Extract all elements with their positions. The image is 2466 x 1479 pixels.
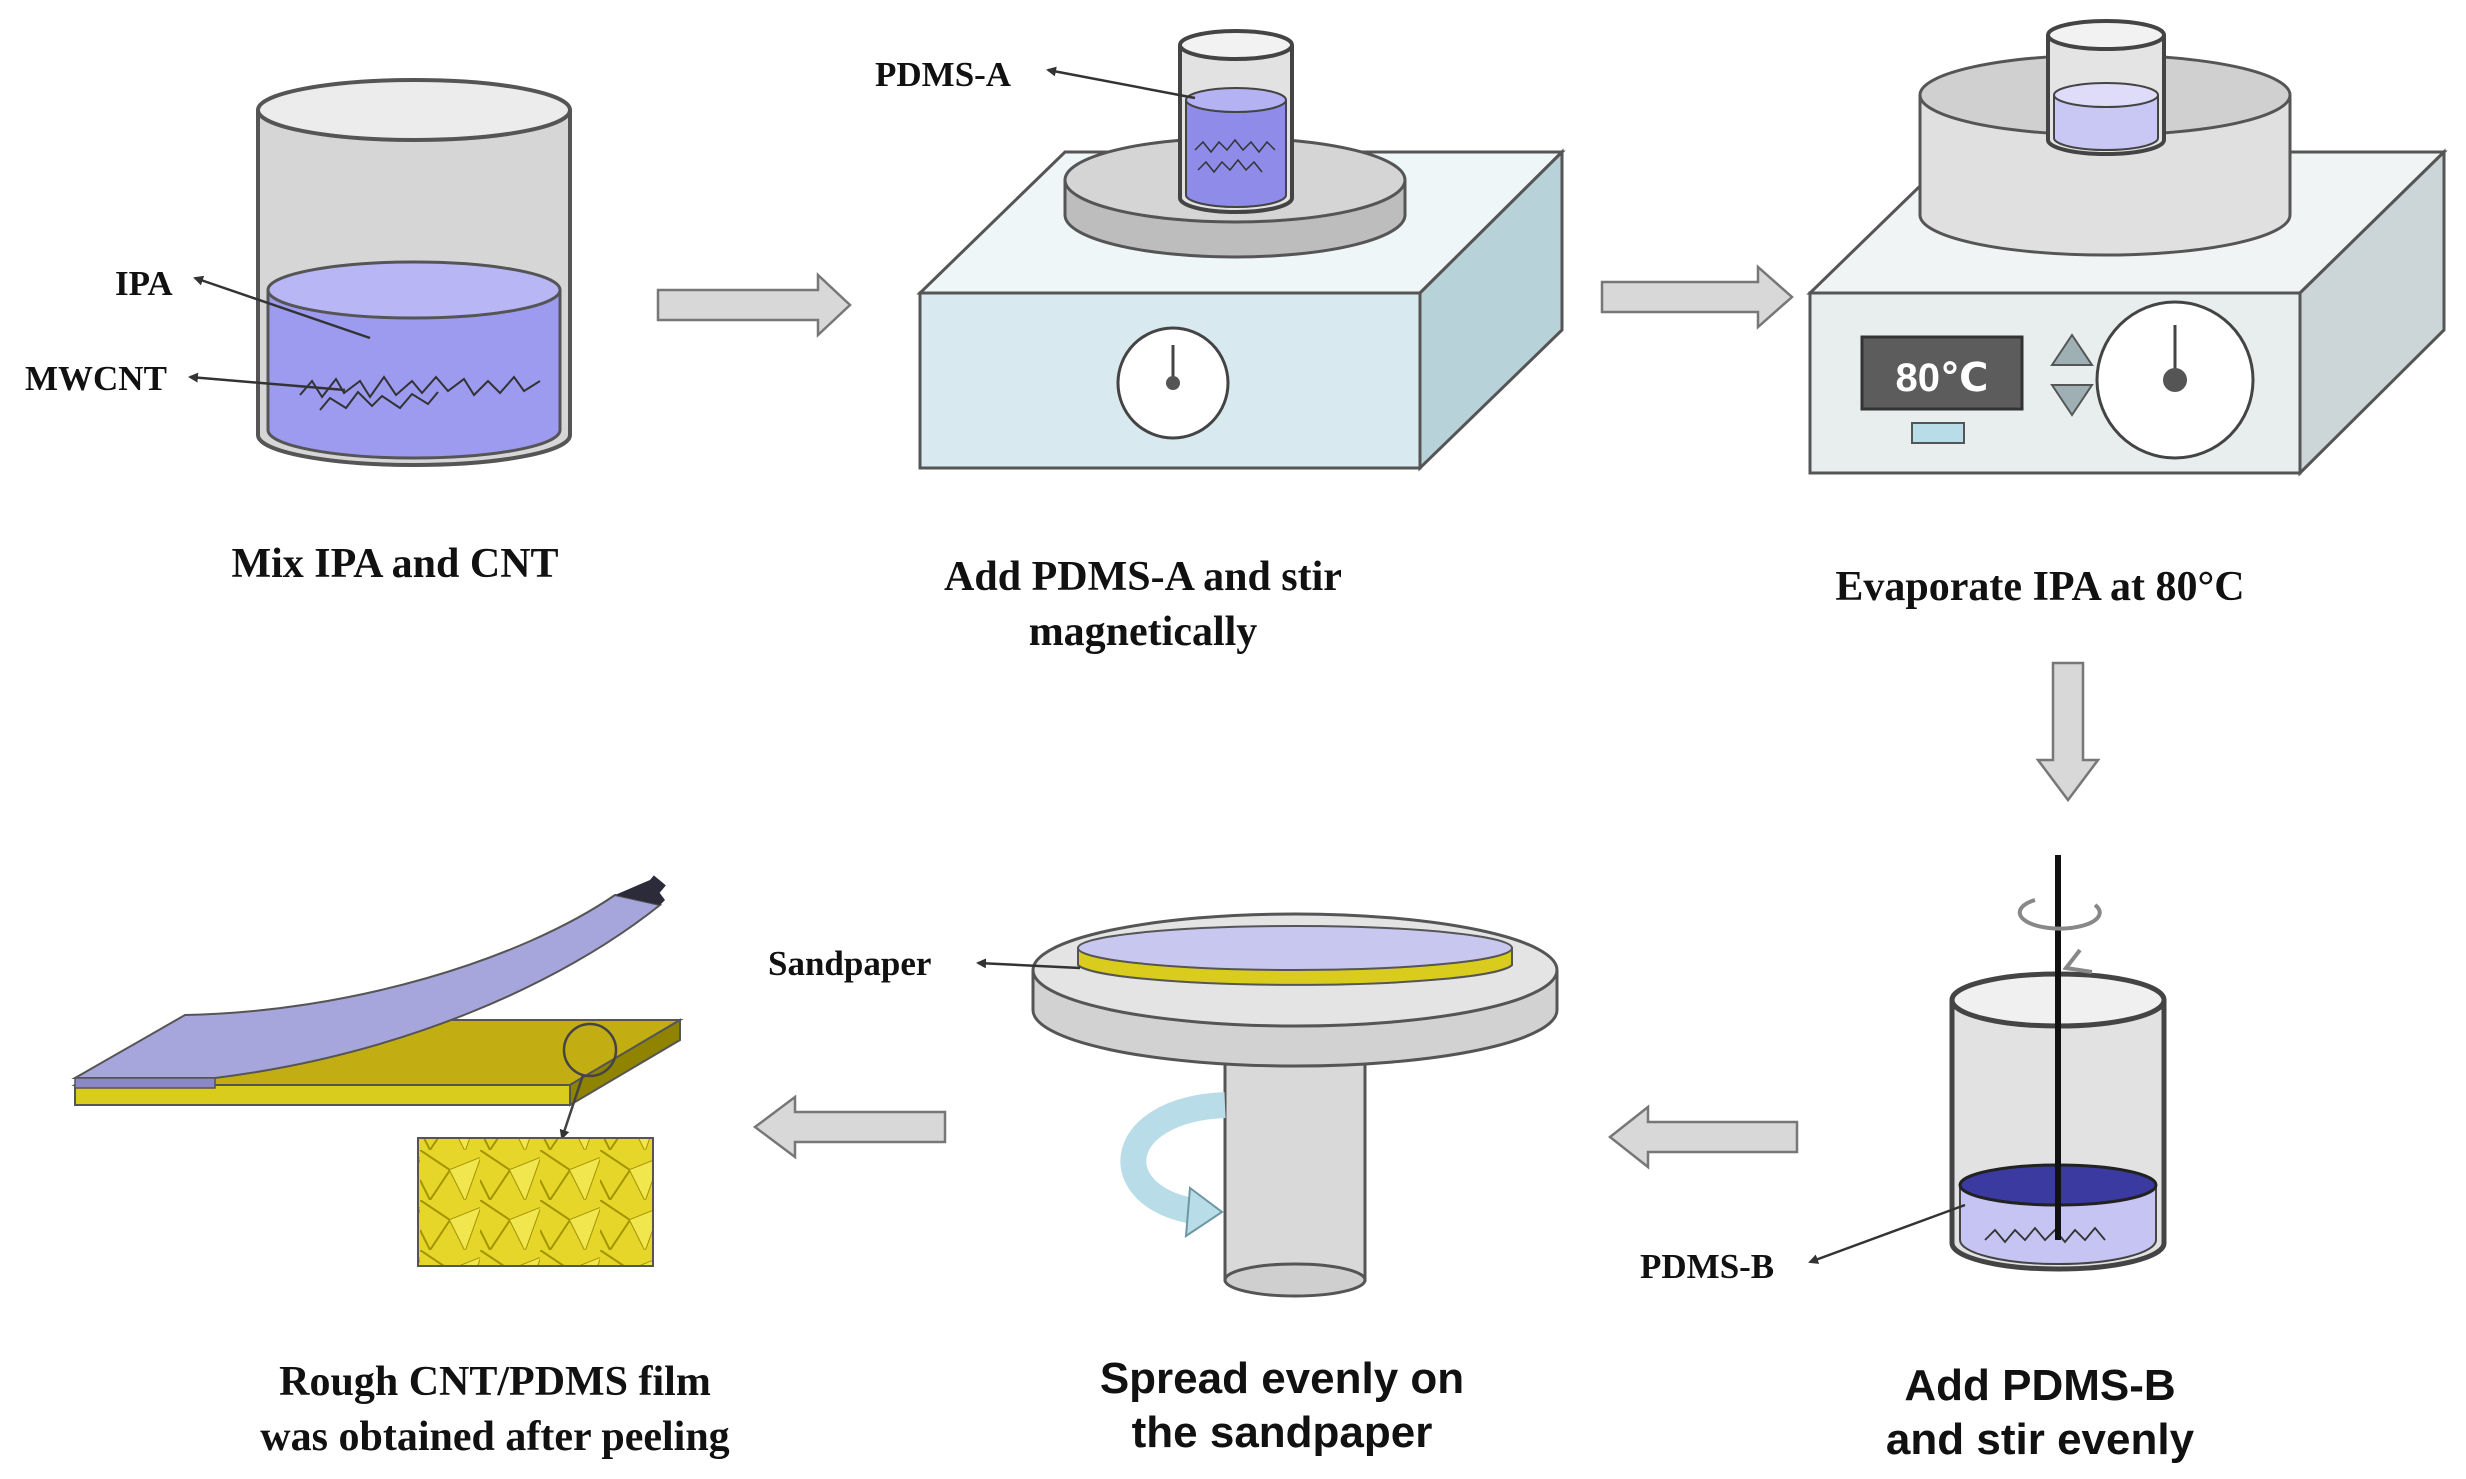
label-pdms-a: PDMS-A	[875, 55, 1012, 94]
down-arrow-icon	[2050, 384, 2094, 417]
caption-step-5-line-2: the sandpaper	[1132, 1408, 1433, 1457]
flow-arrow-icon	[656, 272, 852, 338]
temperature-display: 80℃	[1896, 356, 1989, 400]
caption-step-2-line-1: Add PDMS-A and stir	[944, 554, 1342, 600]
flow-arrow-icon	[2035, 661, 2101, 803]
caption-step-4-line-2: and stir evenly	[1886, 1415, 2195, 1464]
caption-step-6-line-2: was obtained after peeling	[260, 1414, 729, 1460]
label-ipa: IPA	[115, 264, 173, 303]
peeled-film-icon	[71, 875, 684, 1267]
dial-icon	[1116, 326, 1230, 440]
caption-step-3: Evaporate IPA at 80°C	[1835, 564, 2244, 610]
magnetic-stirrer-icon	[916, 29, 1566, 472]
caption-step-1: Mix IPA and CNT	[231, 541, 558, 587]
caption-step-4-line-1: Add PDMS-B	[1904, 1361, 2175, 1410]
label-mwcnt: MWCNT	[25, 359, 167, 398]
hot-plate-icon: 80℃	[1806, 19, 2448, 477]
caption-step-6-line-1: Rough CNT/PDMS film	[279, 1359, 711, 1405]
stirring-rod-icon	[1949, 855, 2167, 1272]
spin-coater-icon	[1031, 912, 1559, 1298]
dial-icon	[2095, 300, 2255, 460]
flow-arrow-icon	[752, 1094, 947, 1160]
caption-step-5-line-1: Spread evenly on	[1100, 1354, 1464, 1403]
label-sandpaper: Sandpaper	[768, 944, 931, 983]
flow-arrow-icon	[1600, 264, 1794, 330]
caption-step-2-line-2: magnetically	[1029, 609, 1258, 655]
flow-arrow-icon	[1607, 1104, 1799, 1170]
label-pdms-b: PDMS-B	[1640, 1247, 1774, 1286]
up-arrow-icon	[2050, 333, 2094, 366]
rotation-arrow-icon	[2017, 898, 2102, 931]
rotation-arrow-icon	[1120, 1092, 1226, 1225]
beaker-icon	[256, 78, 572, 467]
